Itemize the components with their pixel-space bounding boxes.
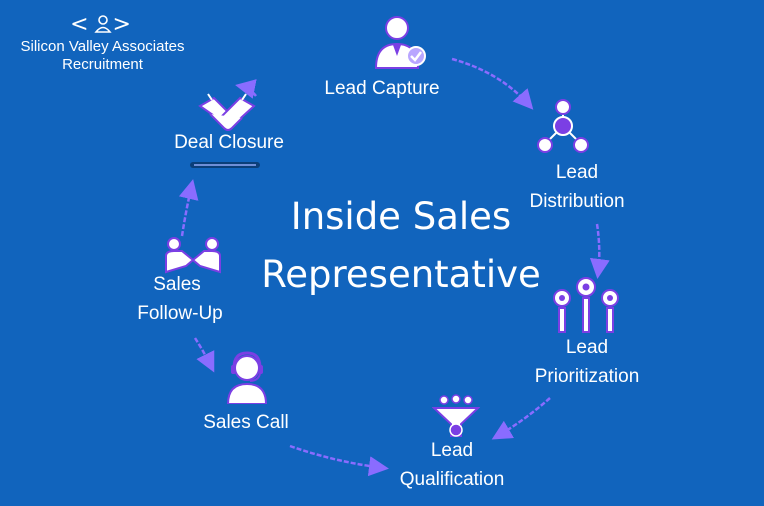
stage-lead-prioritization-line1: Lead <box>565 337 609 358</box>
stage-lead-distribution-line2: Distribution <box>529 191 625 212</box>
stage-sales-follow-up-line1: Sales <box>153 274 201 295</box>
arrow-qualification-to-call <box>289 444 389 477</box>
stage-lead-qualification-line2: Qualification <box>399 469 505 490</box>
stage-lead-qualification: Lead Qualification <box>390 436 514 494</box>
brand-subtitle: Recruitment <box>62 56 143 73</box>
person-check-icon <box>374 16 426 69</box>
stage-sales-follow-up-line2: Follow-Up <box>137 303 223 324</box>
center-title-line1: Inside Sales <box>290 195 512 238</box>
center-title: Inside Sales Representative <box>236 188 566 304</box>
arrow-followup-to-closure <box>178 179 199 237</box>
arrow-call-to-followup <box>193 337 215 373</box>
stage-lead-prioritization: Lead Prioritization <box>525 333 649 391</box>
stage-lead-prioritization-line2: Prioritization <box>534 366 640 387</box>
handshake-icon <box>198 93 256 131</box>
stage-lead-capture: Lead Capture <box>324 78 440 99</box>
stage-sales-call: Sales Call <box>203 412 289 433</box>
brand-name: Silicon Valley Associates <box>20 38 185 55</box>
handshake-people-icon <box>165 237 221 274</box>
network-people-icon <box>537 99 589 153</box>
ranked-people-icon <box>553 277 619 333</box>
headset-agent-icon <box>226 351 268 404</box>
stage-sales-follow-up: Sales Follow-Up <box>118 270 242 328</box>
brand-logo: <> Silicon Valley Associates Recruitment <box>0 12 205 74</box>
stage-lead-qualification-line1: Lead <box>430 440 474 461</box>
arrow-capture-to-distribution <box>451 57 534 110</box>
center-title-line2: Representative <box>261 253 541 296</box>
arrow-prioritization-to-qualification <box>491 397 551 440</box>
decorative-strip-icon <box>190 162 260 168</box>
stage-deal-closure: Deal Closure <box>174 132 284 153</box>
stage-lead-distribution-line1: Lead <box>555 162 599 183</box>
stage-lead-distribution: Lead Distribution <box>515 158 639 216</box>
arrow-distribution-to-prioritization <box>589 223 610 279</box>
funnel-icon <box>432 394 480 437</box>
brand-mark-icon: <> <box>70 12 135 37</box>
arrow-closure-to-capture <box>235 79 257 99</box>
